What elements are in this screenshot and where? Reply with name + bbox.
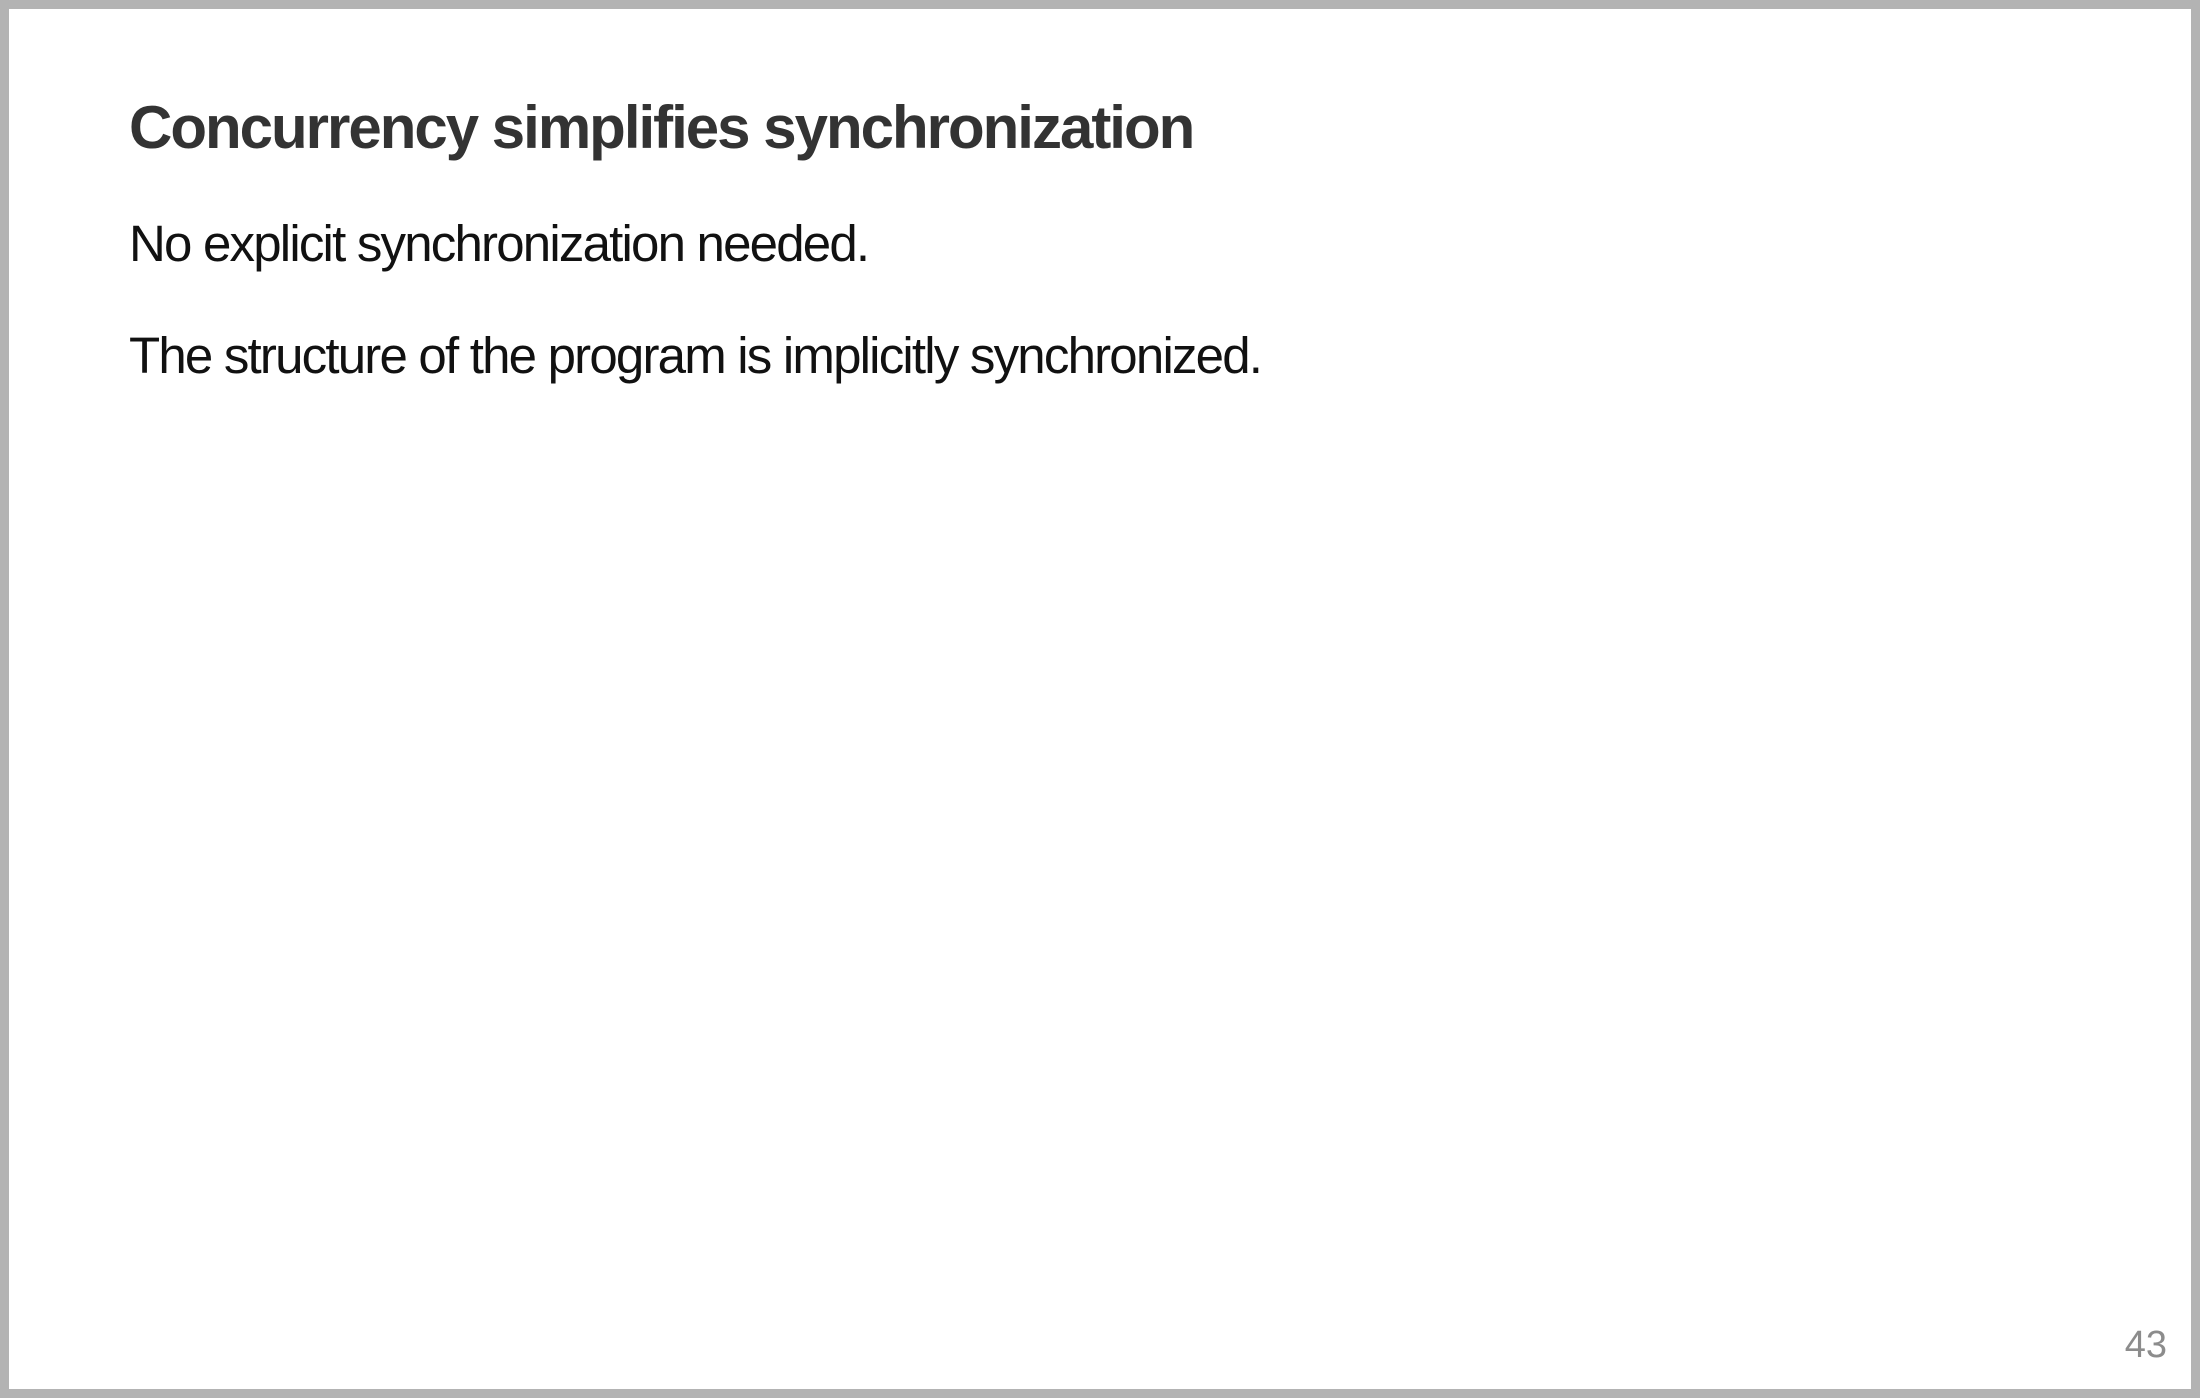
slide-page-number: 43 <box>2124 1324 2167 1366</box>
slide-title: Concurrency simplifies synchronization <box>129 94 1195 161</box>
slide-paragraph-1: No explicit synchronization needed. <box>129 215 870 272</box>
slide-paragraph-2: The structure of the program is implicit… <box>129 327 1263 384</box>
